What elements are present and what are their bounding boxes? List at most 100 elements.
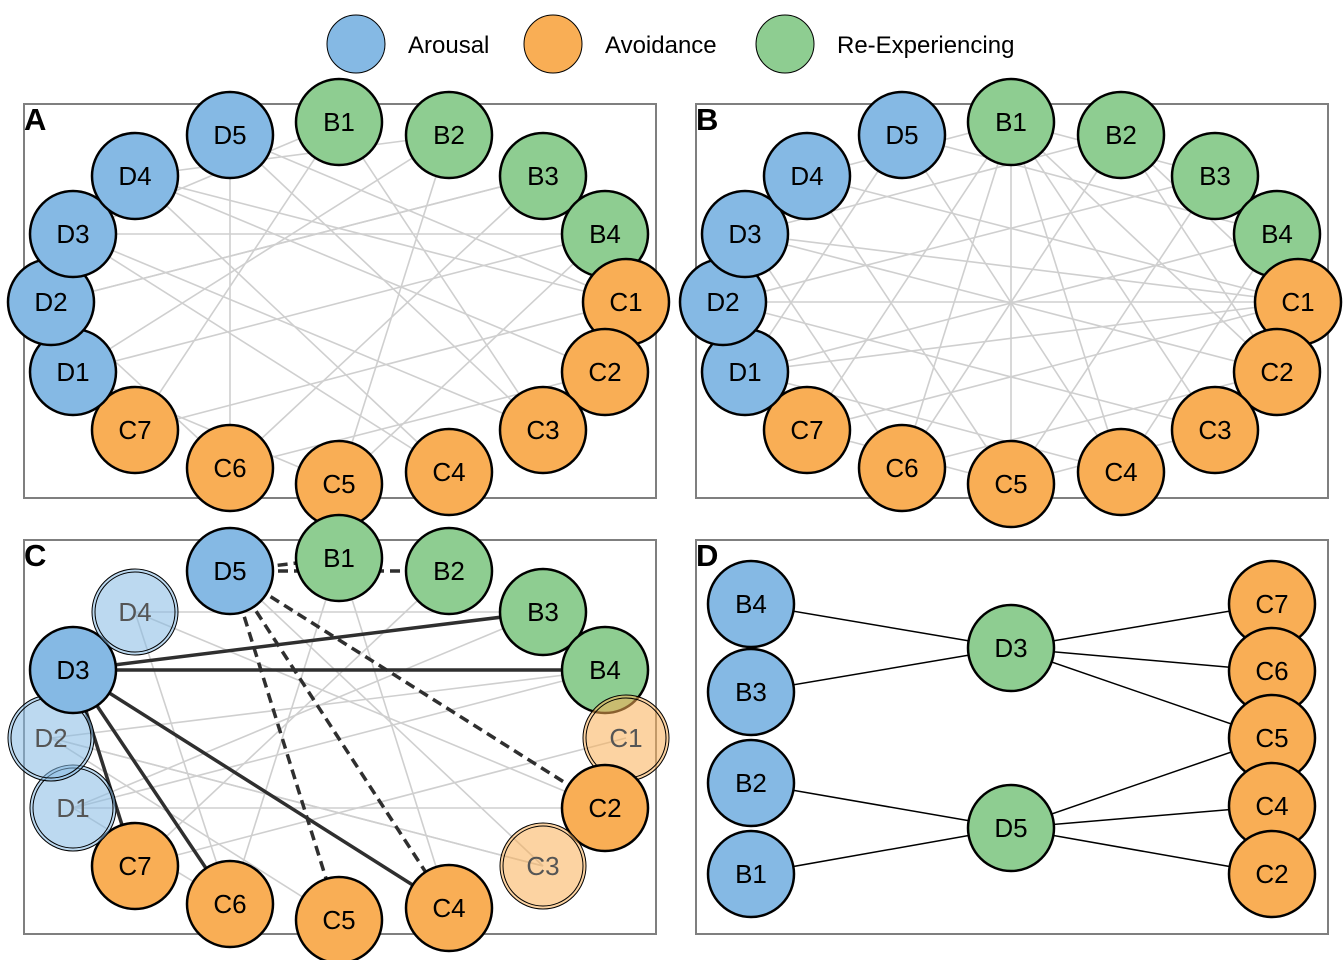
edge-C2-D4 xyxy=(134,175,606,373)
panel-a-node-b1: B1 xyxy=(294,77,384,167)
panel-b-node-b1-circle xyxy=(966,77,1056,167)
panel-b-node-c5-circle xyxy=(966,439,1056,529)
panel-c-node-c2-label: C2 xyxy=(588,793,621,823)
edge-D3-C4 xyxy=(72,233,450,473)
edge-D5-D1 xyxy=(744,134,903,373)
panel-c-node-d1: D1 xyxy=(29,764,117,852)
edge-B3-D2 xyxy=(722,175,1216,303)
panel-a-node-c3-label: C3 xyxy=(526,415,559,445)
panel-d-node-b3-1: B3 xyxy=(706,647,796,737)
panel-a-node-c6-label: C6 xyxy=(213,453,246,483)
panel-b-node-c3-label: C3 xyxy=(1198,415,1231,445)
edge-D4-C1 xyxy=(134,175,627,303)
panel-d-node-b4-0: B4 xyxy=(706,559,796,649)
panel-d-node-b1-3-label: B1 xyxy=(735,859,767,889)
panel-c-node-b3: B3 xyxy=(498,567,588,657)
edge-B4-D2 xyxy=(50,669,606,739)
legend-label: Avoidance xyxy=(605,32,717,59)
panel-c-node-b1-circle xyxy=(294,513,384,603)
panel-b-node-c2-label: C2 xyxy=(1260,357,1293,387)
edge-C6-D3 xyxy=(744,233,903,469)
panel-c-node-c6: C6 xyxy=(185,859,275,949)
panel-b-node-b3-label: B3 xyxy=(1199,161,1231,191)
legend-item-avoidance: Avoidance xyxy=(523,14,717,74)
panel-a-node-b2-circle xyxy=(404,90,494,180)
panel-c-node-c1-label: C1 xyxy=(609,723,642,753)
panel-c-node-b2-label: B2 xyxy=(433,556,465,586)
panel-c-node-d5-circle xyxy=(185,526,275,616)
legend-item-re-experiencing: Re-Experiencing xyxy=(755,14,1014,74)
panel-b-node-d3: D3 xyxy=(700,189,790,279)
panel-b-node-c6: C6 xyxy=(857,423,947,513)
panel-a-node-d4-label: D4 xyxy=(118,161,151,191)
panel-b-node-c3: C3 xyxy=(1170,385,1260,475)
panel-a-node-c5: C5 xyxy=(294,439,384,529)
panel-d-node-c6-7: C6 xyxy=(1227,626,1317,716)
panel-b-node-b2-circle xyxy=(1076,90,1166,180)
panel-c-node-b2-circle xyxy=(404,526,494,616)
panel-a-node-d2: D2 xyxy=(6,257,96,347)
panel-c-strong-edges xyxy=(71,556,606,921)
legend-swatch xyxy=(755,14,815,74)
edge-D5-C3 xyxy=(229,570,544,867)
panel-d-edge-D5-C5 xyxy=(1010,737,1273,829)
panel-d-node-d3-4-circle xyxy=(966,603,1056,693)
panel-c-node-c7-circle xyxy=(90,821,180,911)
panel-b-node-d4-circle xyxy=(762,131,852,221)
panel-c-node-c5-circle xyxy=(294,875,384,960)
panel-b-node-d5-label: D5 xyxy=(885,120,918,150)
edge-B1-C4 xyxy=(338,557,450,909)
panel-b-node-c4: C4 xyxy=(1076,427,1166,517)
panel-d-letter: D xyxy=(696,538,718,573)
edge-C1-D3 xyxy=(744,233,1299,303)
panel-a-node-d2-label: D2 xyxy=(34,287,67,317)
panel-d-edge-D3-C5 xyxy=(1010,647,1273,739)
panel-a-node-c3: C3 xyxy=(498,385,588,475)
panel-a-node-c7-circle xyxy=(90,385,180,475)
panel-a-node-b1-circle xyxy=(294,77,384,167)
panel-d-node-d5-5: D5 xyxy=(966,783,1056,873)
strong-edge-D3-C6 xyxy=(71,669,232,905)
panel-c-node-c4: C4 xyxy=(404,863,494,953)
panel-b-node-d5-circle xyxy=(857,90,947,180)
panel-c-node-d3-label: D3 xyxy=(56,655,89,685)
edge-C1-D1 xyxy=(744,301,1299,373)
panel-a-node-c1: C1 xyxy=(581,257,671,347)
panel-c-node-d4-inner-ring xyxy=(94,571,176,653)
panel-d-node-b1-3-circle xyxy=(706,829,796,919)
panel-d-node-d5-5-label: D5 xyxy=(994,813,1027,843)
panel-a-node-c5-label: C5 xyxy=(322,469,355,499)
panel-c-node-c7-label: C7 xyxy=(118,851,151,881)
panel-d-node-c2-10-circle xyxy=(1227,829,1317,919)
edge-C1-D4 xyxy=(806,175,1299,303)
panel-d-node-b2-2: B2 xyxy=(706,738,796,828)
panel-a-node-b2: B2 xyxy=(404,90,494,180)
edge-B4-D1 xyxy=(72,233,606,373)
panel-a-node-c7: C7 xyxy=(90,385,180,475)
edge-D5-C1 xyxy=(229,134,627,303)
panel-b-node-b2: B2 xyxy=(1076,90,1166,180)
panel-b-node-b1: B1 xyxy=(966,77,1056,167)
panel-b-node-c4-circle xyxy=(1076,427,1166,517)
panel-c-node-c5-label: C5 xyxy=(322,905,355,935)
panel-a-node-c3-circle xyxy=(498,385,588,475)
edge-B1-C2 xyxy=(1010,121,1278,373)
panel-a-node-c2-label: C2 xyxy=(588,357,621,387)
panel-c-node-c3: C3 xyxy=(499,822,587,910)
edge-C1-C7 xyxy=(134,301,627,431)
panel-c-node-d5-label: D5 xyxy=(213,556,246,586)
panel-b-node-c7-label: C7 xyxy=(790,415,823,445)
panel-c-node-c2-circle xyxy=(560,763,650,853)
panel-d-node-c2-10: C2 xyxy=(1227,829,1317,919)
strong-edge-D5-C4 xyxy=(228,570,451,909)
panel-b-node-d2: D2 xyxy=(678,257,768,347)
panel-c-node-d3-circle xyxy=(28,625,118,715)
